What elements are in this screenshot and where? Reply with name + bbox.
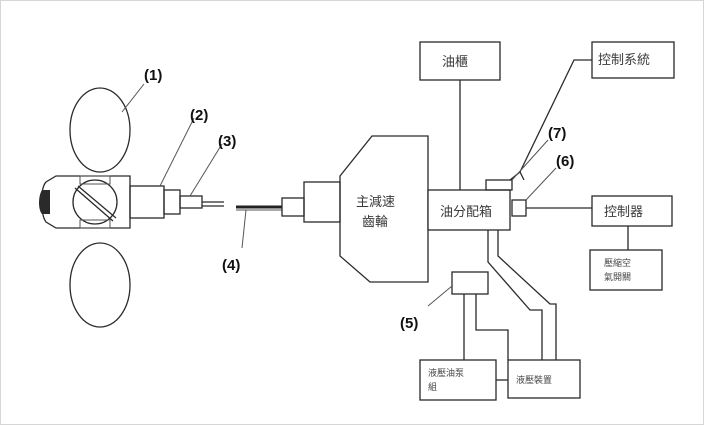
oil-tank-label: 油櫃 (442, 55, 468, 70)
pressure-switch-box (589, 249, 663, 291)
control-source-label: 控制系統 (598, 53, 650, 68)
main-gearbox-label-2: 齒輪 (362, 214, 388, 230)
controller-label: 控制器 (604, 205, 643, 220)
gearbox-input-coupling (281, 197, 305, 217)
callout-5: (5) (400, 315, 418, 332)
callout-6: (6) (556, 153, 574, 170)
callout-1: (1) (144, 67, 162, 84)
component-6 (511, 199, 527, 217)
controller-box (591, 195, 673, 227)
hydraulic-device-label: 液壓裝置 (516, 374, 552, 386)
component-5 (451, 271, 489, 295)
callout-7: (7) (548, 125, 566, 142)
propeller-hub (39, 175, 131, 229)
pressure-switch-label-1: 壓縮空 (604, 257, 631, 269)
propeller-blade-lower (69, 242, 131, 328)
pressure-switch-label-2: 氣開關 (604, 271, 631, 283)
main-gearbox-label-1: 主減速 (356, 194, 395, 210)
oil-distributor-box (427, 189, 511, 231)
hydraulic-pump-label-1: 液壓油泵 (428, 367, 464, 379)
callout-2: (2) (190, 107, 208, 124)
callout-3: (3) (218, 133, 236, 150)
callout-4: (4) (222, 257, 240, 274)
component-7 (485, 179, 513, 191)
main-gearbox-outline (339, 135, 429, 283)
hydraulic-device-box (507, 359, 581, 399)
hub-seal-housing (129, 185, 165, 219)
hydraulic-pump-box (419, 359, 497, 401)
shaft-flange (163, 189, 181, 215)
propeller-blade-upper (69, 87, 131, 173)
oil-distributor-label: 油分配箱 (440, 204, 492, 220)
hydraulic-pump-label-2: 組 (428, 381, 437, 393)
shaft-coupling-3 (179, 195, 203, 209)
